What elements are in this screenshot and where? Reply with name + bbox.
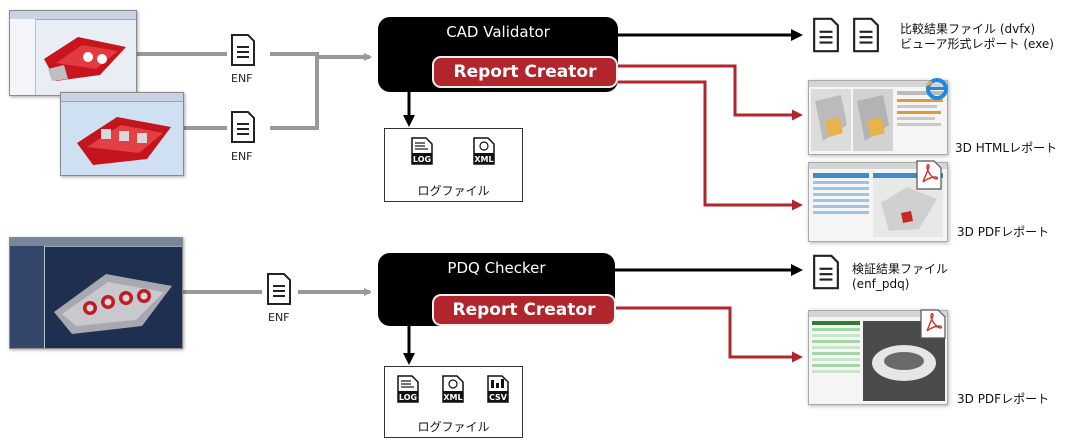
pdf-report-label-bottom: 3D PDFレポート <box>957 392 1050 406</box>
pdf-report-label-top: 3D PDFレポート <box>957 225 1050 239</box>
document-icon <box>230 110 256 144</box>
processor-title: PDQ Checker <box>447 259 546 277</box>
verify-output-text: 検証結果ファイル (enf_pdq) <box>852 262 949 291</box>
processor-title: CAD Validator <box>446 23 550 41</box>
cad-screenshot-3 <box>9 237 183 349</box>
html-report-label: 3D HTMLレポート <box>955 141 1058 155</box>
csv-file-icon: CSV <box>487 375 509 403</box>
black-arrows <box>403 29 803 365</box>
enf-label: ENF <box>231 72 253 85</box>
enf-label: ENF <box>268 311 290 324</box>
report-creator-pill: Report Creator <box>432 56 618 88</box>
report-creator-pill: Report Creator <box>432 294 616 326</box>
log-files-box: LOG XML CSV ログファイル <box>384 366 523 438</box>
log-file-icon: LOG <box>411 137 433 165</box>
svg-text:XML: XML <box>474 155 493 164</box>
svg-text:XML: XML <box>443 393 462 402</box>
red-arrows <box>615 64 803 363</box>
svg-text:LOG: LOG <box>413 155 431 164</box>
log-file-icon: LOG <box>397 375 419 403</box>
ie-icon <box>925 78 948 100</box>
html-report-screenshot <box>808 80 948 155</box>
pdf-icon <box>920 309 946 339</box>
svg-text:CSV: CSV <box>489 393 508 402</box>
document-icon <box>266 272 292 306</box>
document-icon <box>812 16 840 54</box>
document-icon <box>852 16 880 54</box>
svg-text:LOG: LOG <box>399 393 417 402</box>
comparison-output-text: 比較結果ファイル (dvfx) ビューア形式レポート (exe) <box>900 22 1054 51</box>
enf-label: ENF <box>231 150 253 163</box>
document-icon <box>812 253 840 291</box>
log-files-box: LOG XML ログファイル <box>384 128 523 202</box>
xml-file-icon: XML <box>473 137 495 165</box>
cad-screenshot-1 <box>9 10 137 96</box>
pdf-icon <box>916 160 942 190</box>
document-icon <box>230 33 256 67</box>
xml-file-icon: XML <box>442 375 464 403</box>
pdf-report-screenshot-top <box>808 162 948 242</box>
top-input-lines <box>135 52 372 130</box>
pdf-report-screenshot-bottom <box>808 310 948 405</box>
log-caption: ログファイル <box>417 420 490 434</box>
cad-screenshot-2 <box>60 92 184 176</box>
log-caption: ログファイル <box>417 184 490 198</box>
